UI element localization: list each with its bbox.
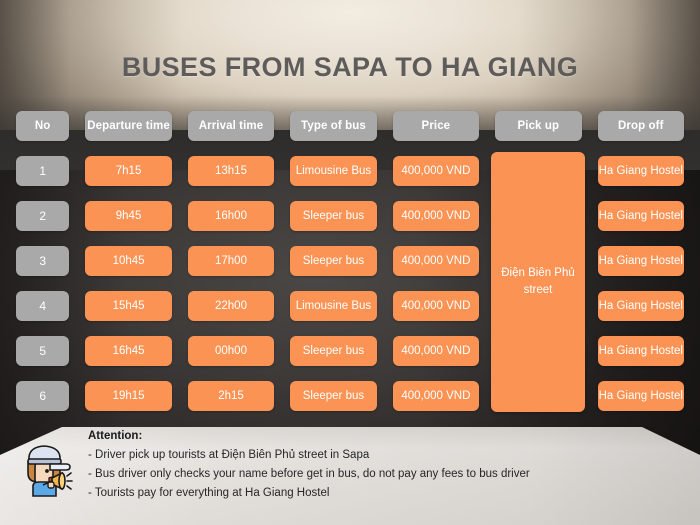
cell-departure: 7h15 — [85, 155, 172, 186]
cell-departure: 19h15 — [85, 380, 172, 411]
cell-arrival: 16h00 — [187, 200, 275, 231]
cell-no: 4 — [16, 290, 70, 321]
cell-price: 400,000 VND — [392, 200, 480, 231]
attention-panel — [0, 427, 700, 525]
cell-dropoff: Ha Giang Hostel — [597, 380, 684, 411]
cell-arrival: 22h00 — [187, 290, 275, 321]
cell-dropoff: Ha Giang Hostel — [597, 200, 684, 231]
cell-type: Sleeper bus — [290, 200, 377, 231]
page-title: BUSES FROM SAPA TO HA GIANG — [121, 52, 579, 82]
cell-dropoff: Ha Giang Hostel — [597, 245, 684, 276]
attention-line-3: - Tourists pay for everything at Ha Gian… — [88, 487, 330, 499]
column-header-pickup: Pick up — [495, 110, 582, 141]
table-row: 6 19h15 2h15 Sleeper bus 400,000 VND Ha … — [0, 378, 700, 413]
cell-no: 5 — [16, 335, 70, 366]
cell-no: 1 — [16, 155, 70, 186]
cell-price: 400,000 VND — [392, 335, 480, 366]
column-header-price: Price — [392, 110, 480, 141]
cell-type: Limousine Bus — [290, 290, 377, 321]
column-header-dropoff: Drop off — [597, 110, 684, 141]
attention-heading: Attention: — [88, 430, 143, 442]
attention-text-block: Attention: - Driver pick up tourists at … — [88, 430, 678, 503]
cell-price: 400,000 VND — [392, 380, 480, 411]
cell-price: 400,000 VND — [392, 245, 480, 276]
schedule-table: No Departure time Arrival time Type of b… — [0, 108, 700, 423]
cell-departure: 15h45 — [85, 290, 172, 321]
cell-departure: 10h45 — [85, 245, 172, 276]
cell-type: Limousine Bus — [290, 155, 377, 186]
cell-dropoff: Ha Giang Hostel — [597, 335, 684, 366]
column-header-no: No — [16, 110, 70, 141]
cell-type: Sleeper bus — [290, 335, 377, 366]
cell-departure: 9h45 — [85, 200, 172, 231]
table-row: 2 9h45 16h00 Sleeper bus 400,000 VND Ha … — [0, 198, 700, 233]
column-header-departure: Departure time — [85, 110, 172, 141]
cell-dropoff: Ha Giang Hostel — [597, 155, 684, 186]
cell-type: Sleeper bus — [290, 245, 377, 276]
announcer-megaphone-icon — [18, 440, 74, 498]
column-header-arrival: Arrival time — [187, 110, 275, 141]
table-row: 3 10h45 17h00 Sleeper bus 400,000 VND Ha… — [0, 243, 700, 278]
cell-arrival: 17h00 — [187, 245, 275, 276]
column-header-type: Type of bus — [290, 110, 377, 141]
table-row: 4 15h45 22h00 Limousine Bus 400,000 VND … — [0, 288, 700, 323]
cell-dropoff: Ha Giang Hostel — [597, 290, 684, 321]
table-row: 5 16h45 00h00 Sleeper bus 400,000 VND Ha… — [0, 333, 700, 368]
cell-pickup-merged: Điện Biên Phủ street — [491, 152, 585, 412]
cell-arrival: 13h15 — [187, 155, 275, 186]
attention-line-1: - Driver pick up tourists at Điện Biên P… — [88, 449, 370, 461]
cell-price: 400,000 VND — [392, 290, 480, 321]
cell-type: Sleeper bus — [290, 380, 377, 411]
cell-departure: 16h45 — [85, 335, 172, 366]
attention-line-2: - Bus driver only checks your name befor… — [88, 468, 530, 480]
cell-no: 2 — [16, 200, 70, 231]
table-row: 1 7h15 13h15 Limousine Bus 400,000 VND H… — [0, 153, 700, 188]
table-header-row: No Departure time Arrival time Type of b… — [0, 108, 700, 143]
cell-arrival: 00h00 — [187, 335, 275, 366]
cell-price: 400,000 VND — [392, 155, 480, 186]
cell-arrival: 2h15 — [187, 380, 275, 411]
cell-no: 6 — [16, 380, 70, 411]
cell-no: 3 — [16, 245, 70, 276]
